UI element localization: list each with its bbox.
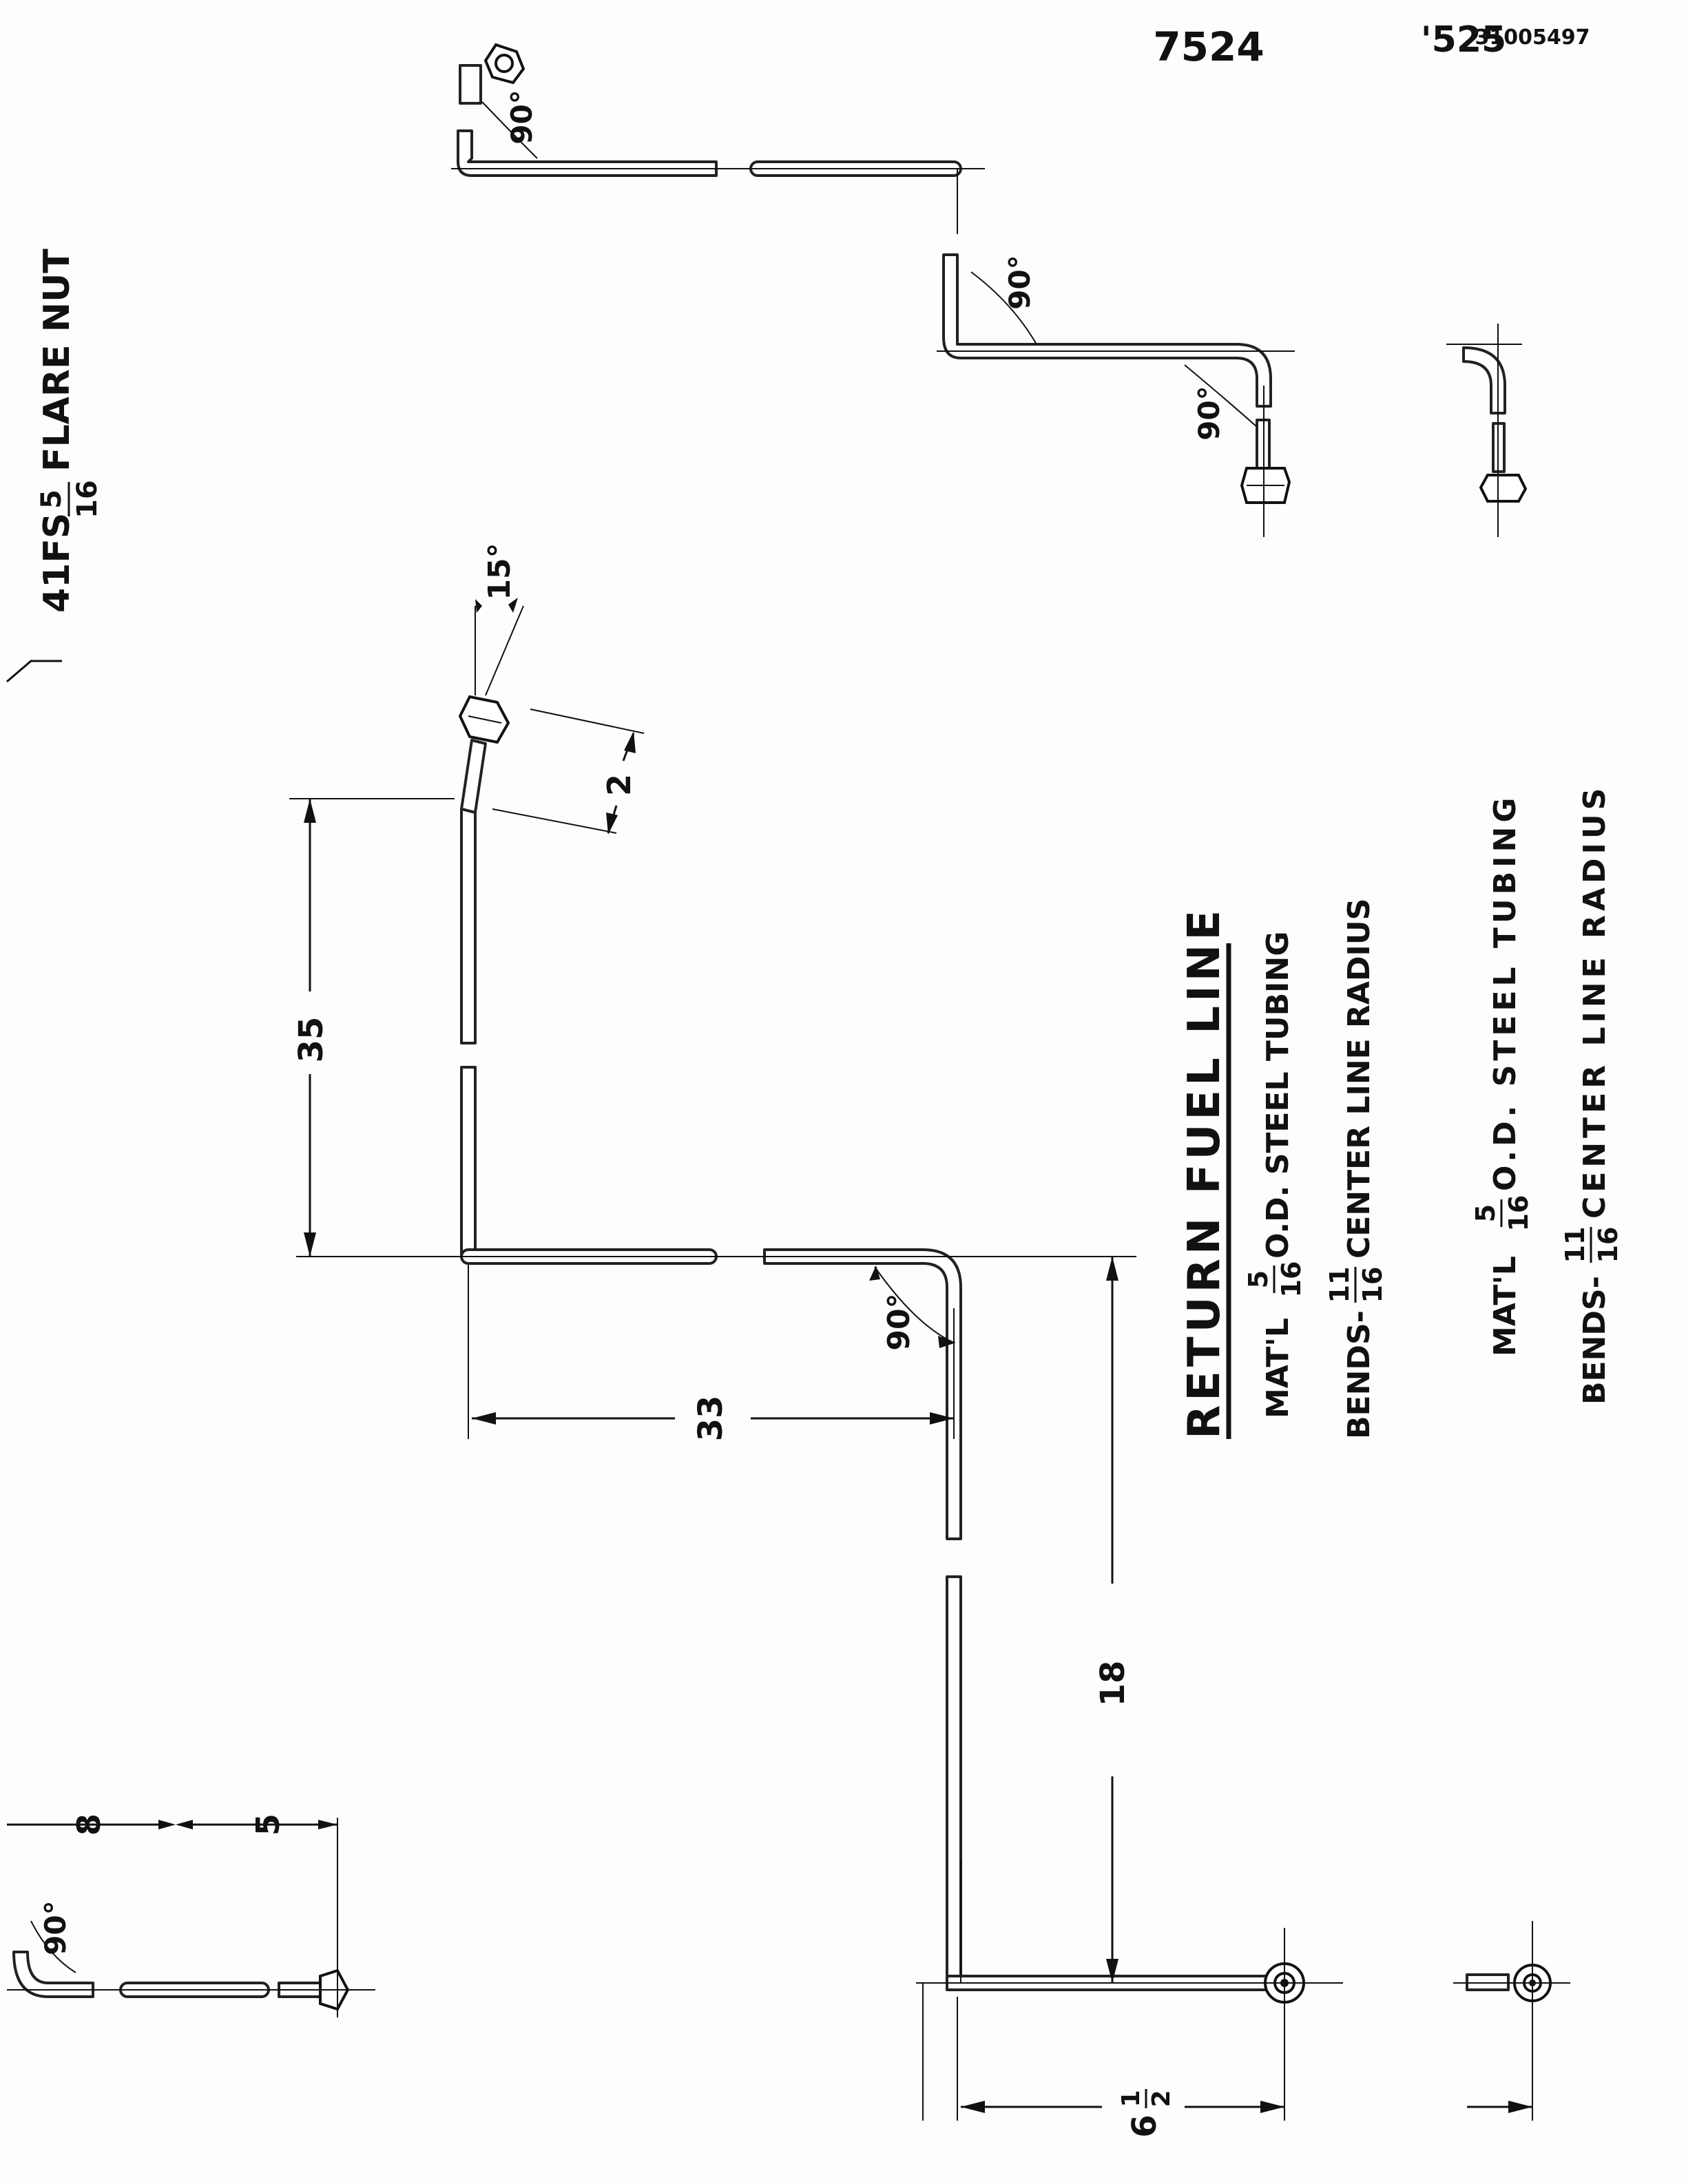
tube-bend <box>457 129 718 177</box>
dim-arrow <box>961 2101 985 2113</box>
main-bends-prefix: BENDS- <box>1342 1310 1377 1439</box>
flare-nut-part: 41FS <box>37 513 78 613</box>
angle-arrow <box>475 599 482 613</box>
second-material-den: 16 <box>1503 1195 1534 1232</box>
flare-nut-den: 16 <box>72 480 103 518</box>
tube-bend <box>12 1951 94 1998</box>
angle-arc <box>874 1266 955 1343</box>
extension-line <box>492 808 617 834</box>
second-bends-prefix: BENDS- <box>1577 1276 1612 1405</box>
main-bends-num: 11 <box>1324 1267 1355 1303</box>
second-bends-text: CENTER LINE RADIUS <box>1577 784 1612 1219</box>
angle-90-bend: 90° <box>1192 386 1226 440</box>
dim-6-whole: 6 <box>1125 2114 1164 2137</box>
flare-nut-num: 5 <box>36 490 67 509</box>
flare-nut-bore <box>495 54 514 73</box>
main-material-text: O.D. STEEL TUBING <box>1260 932 1295 1259</box>
angle-arrow <box>869 1266 880 1281</box>
dim-6-num: 1 <box>1117 2090 1145 2107</box>
tube-segment <box>946 1575 962 1984</box>
main-material-num: 5 <box>1243 1270 1273 1288</box>
extension-line <box>530 708 645 734</box>
dim-arrow <box>304 799 316 823</box>
tube-segment <box>460 808 477 1044</box>
upper-right-tube <box>457 43 1291 504</box>
main-material-prefix: MAT'L <box>1260 1318 1295 1418</box>
flare-nut-text: FLARE NUT <box>37 249 78 472</box>
tube-bend <box>1462 346 1506 414</box>
tube-segment <box>459 64 482 105</box>
second-material-prefix: MAT'L <box>1488 1256 1523 1356</box>
dim-arrow <box>606 812 618 834</box>
flare-nut <box>1479 474 1528 503</box>
page-number: 7524 <box>1153 23 1264 70</box>
angle-arc <box>1184 364 1258 428</box>
second-material-num: 5 <box>1470 1204 1501 1222</box>
dim-arrow <box>1106 1257 1118 1281</box>
angle-15: 15° <box>482 543 517 600</box>
dim-arrow <box>318 1820 337 1829</box>
dim-arrow <box>624 731 636 753</box>
dim-8: 8 <box>70 1814 107 1836</box>
tube-bend <box>942 253 1272 408</box>
dim-5: 5 <box>249 1814 287 1836</box>
dim-33: 33 <box>691 1396 730 1442</box>
second-bends-num: 11 <box>1560 1227 1590 1263</box>
dim-18: 18 <box>1094 1661 1132 1707</box>
angle-arrow <box>938 1336 956 1348</box>
dim-arrow <box>1508 2101 1532 2113</box>
angle-arc <box>481 101 538 159</box>
main-bends-text: CENTER LINE RADIUS <box>1342 899 1377 1259</box>
main-bends-den: 16 <box>1357 1267 1388 1303</box>
dim-arrow <box>472 1412 496 1425</box>
angle-90-top: 90° <box>505 90 539 144</box>
angle-90-main: 90° <box>882 1293 917 1350</box>
tube-bend <box>763 1248 962 1540</box>
dim-6-half: 6 1 2 <box>1117 2089 1176 2138</box>
tube-segment <box>460 1066 477 1258</box>
main-material-den: 16 <box>1276 1261 1307 1298</box>
dim-2: 2 <box>601 774 638 796</box>
dim-arrow <box>158 1820 176 1829</box>
flare-nut-leader <box>6 660 62 683</box>
dim-arrow <box>304 1232 316 1257</box>
dim-arrow <box>176 1820 193 1829</box>
second-part-notes: MAT'L 5 16 O.D. STEEL TUBING BENDS- 11 1… <box>1470 784 1623 1405</box>
dim-arrow <box>1106 1959 1118 1983</box>
archive-stamp: 31005497 <box>1475 25 1590 50</box>
nut-detail <box>468 715 502 724</box>
angle-90-mid: 90° <box>1003 255 1037 309</box>
page-number-partial: '525 <box>1421 19 1506 61</box>
tube-segment <box>460 739 487 814</box>
dim-6-den: 2 <box>1147 2090 1176 2107</box>
left-bottom-tube <box>12 1951 350 2011</box>
extension-line <box>485 605 524 696</box>
part-title: RETURN FUEL LINE <box>1179 906 1230 1439</box>
dim-arrow <box>930 1412 954 1425</box>
second-material-text: O.D. STEEL TUBING <box>1488 794 1523 1191</box>
flare-nut-note: 41FS 5 16 FLARE NUT <box>36 249 103 613</box>
dim-arrow <box>1260 2101 1284 2113</box>
angle-arc <box>30 1920 76 1973</box>
angle-90-left: 90° <box>39 1900 72 1955</box>
dim-35: 35 <box>292 1017 331 1063</box>
main-part-notes: RETURN FUEL LINE MAT'L 5 16 O.D. STEEL T… <box>1179 899 1388 1439</box>
angle-arrow <box>508 598 518 613</box>
second-bends-den: 16 <box>1593 1227 1623 1263</box>
angle-arc <box>970 271 1037 345</box>
